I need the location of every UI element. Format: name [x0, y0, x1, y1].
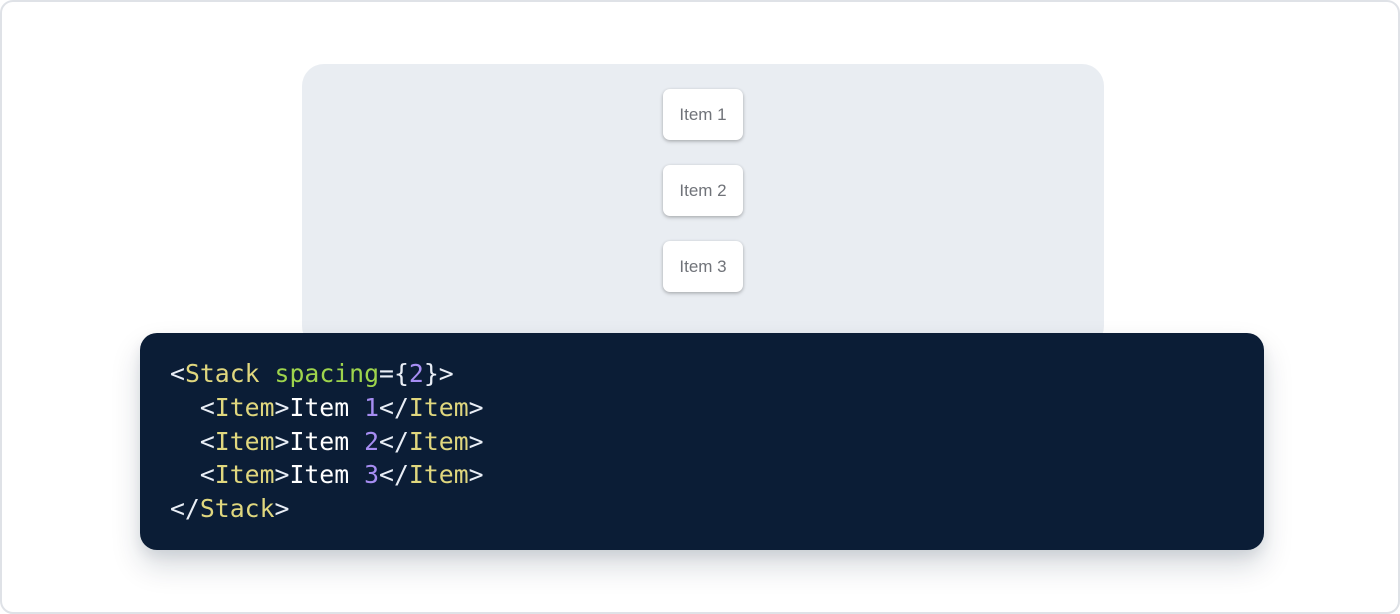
- stack-demo-panel: Item 1 Item 2 Item 3: [302, 64, 1104, 348]
- code-line: <Item>Item 2</Item>: [199, 426, 484, 456]
- stack-item-card: Item 3: [663, 241, 743, 292]
- code-block: <Stack spacing={2}> <Item>Item 1</Item> …: [140, 333, 1264, 550]
- code-line: <Stack spacing={2}>: [170, 359, 454, 388]
- stack-item-label: Item 1: [679, 104, 727, 124]
- stack-item-label: Item 3: [679, 256, 727, 276]
- stack-item-card: Item 2: [663, 165, 743, 216]
- stack-item-label: Item 2: [679, 180, 727, 200]
- code-line: <Item>Item 3</Item>: [199, 460, 484, 490]
- stack-item-card: Item 1: [663, 89, 743, 140]
- code-line: </Stack>: [170, 494, 290, 524]
- code-line: <Item>Item 1</Item>: [199, 392, 484, 422]
